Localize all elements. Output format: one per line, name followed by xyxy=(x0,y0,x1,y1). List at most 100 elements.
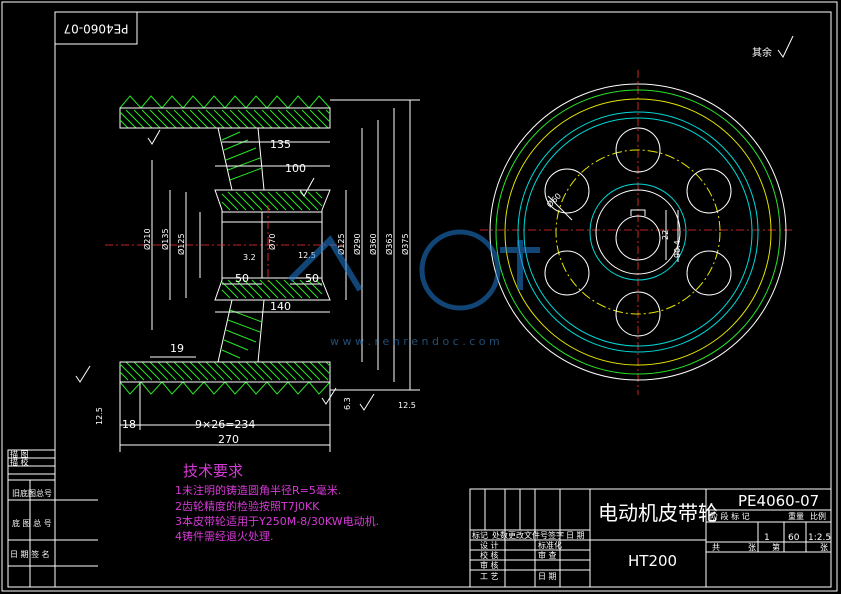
roughness-marks xyxy=(75,129,375,411)
stamp-row-5: 日 期 签 名 xyxy=(10,549,50,559)
hatch-line xyxy=(197,361,217,381)
hub-outer-circle xyxy=(589,183,687,281)
roughness-12-5-b: 12.5 xyxy=(95,407,104,425)
outer-circle-3 xyxy=(504,98,772,366)
rim-inner-circle-2 xyxy=(523,117,753,347)
lightening-hole xyxy=(686,250,732,296)
tb-r3-2: 审 查 xyxy=(538,550,557,560)
tb-stage-label: 阶 段 标 记 xyxy=(710,511,750,521)
dim-phi290: Ø290 xyxy=(352,233,362,255)
hatch-line xyxy=(299,279,319,299)
stamp-row-3: 旧底图总号 xyxy=(12,488,52,498)
hatch-line xyxy=(259,279,279,299)
dim-phi360: Ø360 xyxy=(368,233,378,255)
bottom-grooves xyxy=(119,381,331,395)
hatch-line xyxy=(235,279,255,299)
hatch-line xyxy=(251,191,271,211)
section-view: 135 100 140 50 50 19 18 9×26=234 270 Ø21… xyxy=(75,95,420,452)
hatch-line xyxy=(275,191,295,211)
title-block: PE4060-07 电动机皮带轮 HT200 标记 处数 更改文件号 签字 日 … xyxy=(469,488,832,588)
tb-r1-0: 标记 xyxy=(472,530,488,540)
hatch-line xyxy=(301,109,321,129)
code-box xyxy=(54,11,138,45)
tb-r4-0: 审 核 xyxy=(480,560,499,570)
hatch-line xyxy=(275,279,295,299)
tech-title: 技术要求 xyxy=(183,462,243,480)
tech-item-1: 1未注明的铸造圆角半径R=5毫米. xyxy=(175,483,341,497)
title-block-drawing-number: PE4060-07 xyxy=(738,492,819,510)
hatch-line xyxy=(229,109,249,129)
hatch-line xyxy=(165,109,185,129)
hatch-line xyxy=(181,361,201,381)
rim-hatch xyxy=(119,109,331,381)
tech-item-2: 2齿轮精度的检验按照T7J0KK xyxy=(175,499,320,513)
lightening-holes xyxy=(544,127,732,337)
hub-circle-2 xyxy=(595,189,681,275)
roughness-symbol-top xyxy=(777,35,794,58)
rim-inner-circle xyxy=(517,111,759,353)
hatch-line xyxy=(157,109,177,129)
hatch-line xyxy=(197,109,217,129)
lightening-hole xyxy=(615,127,661,173)
hatch-line xyxy=(141,109,161,129)
lightening-hole xyxy=(544,250,590,296)
stamp-row-4: 底 图 总 号 xyxy=(12,518,52,528)
hatch-line xyxy=(317,109,331,123)
lightening-hole xyxy=(615,291,661,337)
surface-finish-note: 其余 xyxy=(752,46,772,59)
hatch-line xyxy=(291,191,311,211)
dim-lines xyxy=(119,99,420,452)
hatch-line xyxy=(253,361,273,381)
dim-18: 18 xyxy=(122,418,136,431)
hatch-line xyxy=(133,109,153,129)
tb-sheet-3: 第 xyxy=(772,542,780,552)
dim-50b: 50 xyxy=(305,272,319,285)
hatch-line xyxy=(189,109,209,129)
hatch-line xyxy=(283,279,303,299)
hatch-line xyxy=(119,119,129,129)
drawing-number-inverted: PE4060-07 xyxy=(64,22,129,36)
lightening-hole xyxy=(544,168,590,214)
watermark: w w w . r e n r e n d o c . c o m xyxy=(287,229,540,348)
web-bottom xyxy=(217,299,265,363)
tb-scale-1: 1 xyxy=(764,533,770,543)
tb-r2-2: 标准化 xyxy=(538,540,562,550)
hatch-line xyxy=(269,109,289,129)
lightening-hole xyxy=(686,168,732,214)
hatch-line xyxy=(291,279,311,299)
hatch-line xyxy=(277,109,297,129)
tech-item-4: 4铸件需经退火处理. xyxy=(175,529,274,543)
hatch-line xyxy=(325,109,331,115)
hatch-line xyxy=(285,361,305,381)
tb-r1-2: 更改文件号 xyxy=(508,530,548,540)
hatch-line xyxy=(119,111,137,129)
tb-sheet-4: 张 xyxy=(820,543,828,552)
hatch-line xyxy=(157,361,177,381)
roughness-12-5-c: 12.5 xyxy=(398,401,416,410)
web-top xyxy=(217,127,265,191)
dim-phi125: Ø125 xyxy=(176,233,186,255)
dim-50a: 50 xyxy=(235,272,249,285)
dim-270: 270 xyxy=(218,433,239,446)
hatch-line xyxy=(237,109,257,129)
hatch-line xyxy=(125,361,145,381)
tb-scale-label: 比例 xyxy=(810,511,826,521)
hatch-line xyxy=(119,371,129,381)
hatch-line xyxy=(149,361,169,381)
hatch-line xyxy=(277,361,297,381)
hatch-line xyxy=(221,193,239,211)
hatch-line xyxy=(237,361,257,381)
hatch-line xyxy=(317,361,331,375)
hatch-line xyxy=(285,109,305,129)
hatch-line xyxy=(221,281,239,299)
hatch-line xyxy=(267,191,287,211)
tb-r5-0: 工 艺 xyxy=(480,572,499,581)
dim-phi375: Ø375 xyxy=(400,233,410,255)
hatch-line xyxy=(221,289,231,299)
hatch-line xyxy=(251,279,271,299)
roughness-6-3: 6.3 xyxy=(343,397,352,410)
hatch-line xyxy=(245,109,265,129)
hatch-line xyxy=(227,279,247,299)
stamp-row-2: 描 校 xyxy=(10,457,29,467)
hatch-line xyxy=(301,361,321,381)
